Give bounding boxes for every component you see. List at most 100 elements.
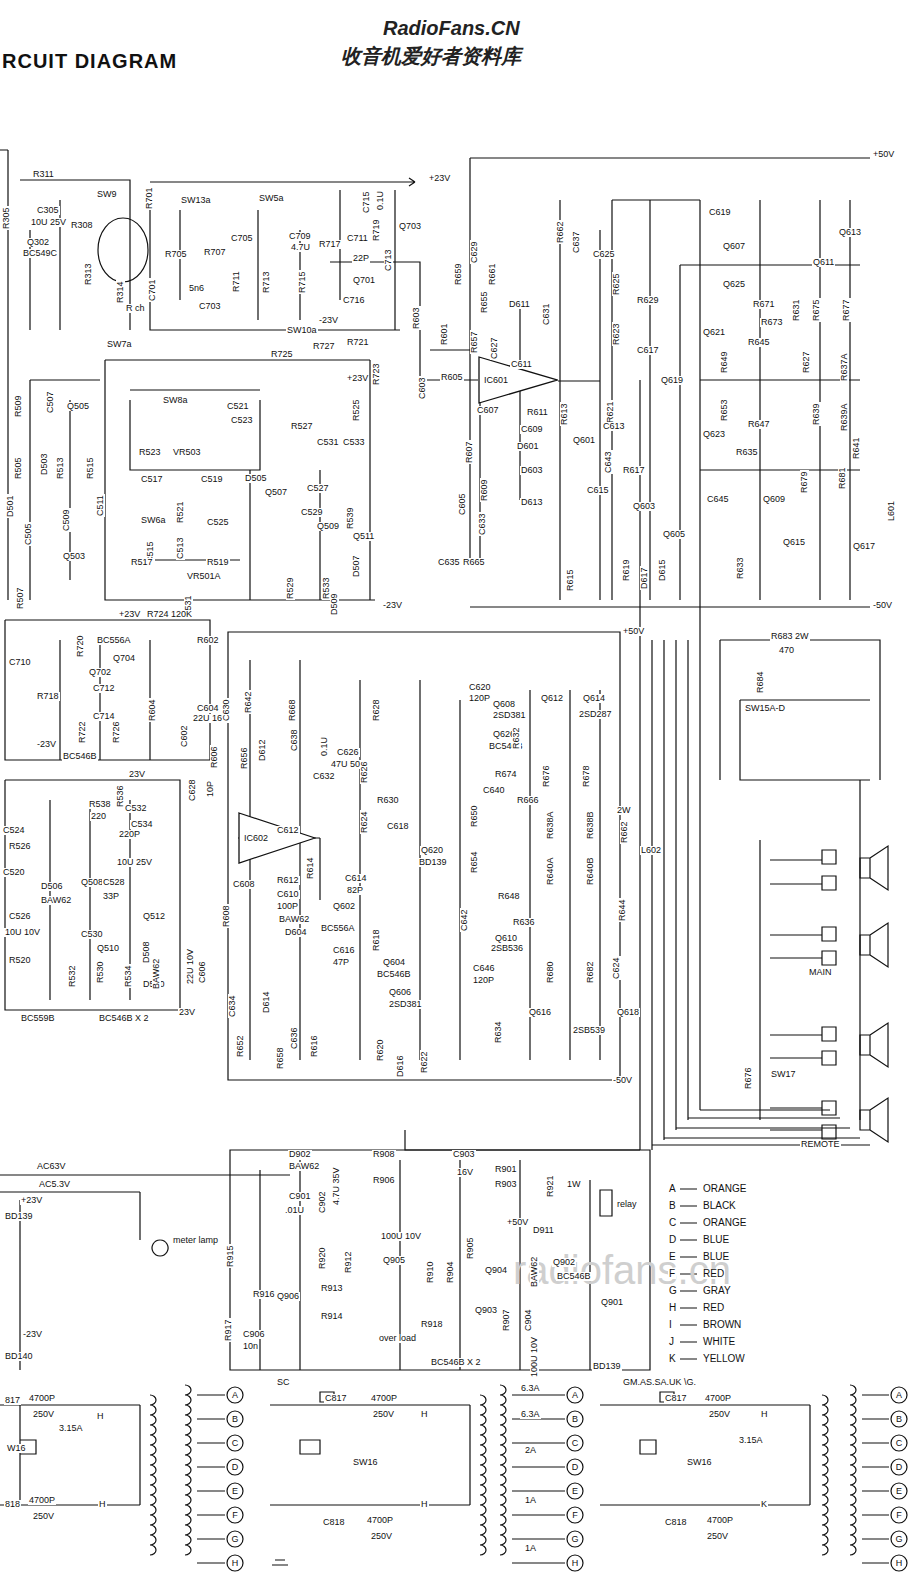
terminal-circle: A [566, 1386, 584, 1404]
part-label: R615 [566, 568, 575, 592]
part-label: Q905 [382, 1256, 406, 1265]
part-label: Q509 [316, 522, 340, 531]
part-label: BAW62 [152, 958, 161, 990]
part-label: BAW62 [288, 1162, 320, 1171]
part-label: 4.7U [290, 243, 311, 252]
part-label: 10n [242, 1342, 259, 1351]
part-label: R614 [306, 856, 315, 880]
part-label: R633 [736, 556, 745, 580]
part-label: R918 [420, 1320, 444, 1329]
part-label: C634 [228, 994, 237, 1018]
part-label: BC559B [20, 1014, 56, 1023]
part-label: 250V [708, 1410, 731, 1419]
part-label: 817 [4, 1396, 21, 1405]
part-label: R539 [346, 506, 355, 530]
part-label: C305 [36, 206, 60, 215]
part-label: BROWN [702, 1320, 742, 1330]
part-label: C603 [418, 376, 427, 400]
part-label: R507 [16, 586, 25, 610]
part-label: Q619 [660, 376, 684, 385]
part-label: C507 [46, 390, 55, 414]
part-label: R908 [372, 1150, 396, 1159]
part-label: Q512 [142, 912, 166, 921]
part-label: 23V [128, 770, 146, 779]
part-label: -50V [872, 601, 893, 610]
part-label: R529 [286, 576, 295, 600]
part-label: R718 [36, 692, 60, 701]
part-label: R721 [346, 338, 370, 347]
part-label: 6.3A [520, 1410, 541, 1419]
part-label: R654 [470, 850, 479, 874]
part-label: 2SD287 [578, 710, 613, 719]
part-label: C638 [290, 728, 299, 752]
part-label: BLUE [702, 1252, 730, 1262]
part-label: R653 [720, 398, 729, 422]
terminal-letter: D [896, 1463, 903, 1472]
part-label: R674 [494, 770, 518, 779]
terminal-circle: H [890, 1554, 908, 1572]
part-label: C607 [476, 406, 500, 415]
part-label: YELLOW [702, 1354, 746, 1364]
part-label: C640 [482, 786, 506, 795]
part-label: G [668, 1286, 678, 1296]
part-label: C609 [520, 425, 544, 434]
part-label: Q611 [812, 258, 835, 267]
part-label: R607 [465, 440, 474, 464]
part-label: R658 [276, 1046, 285, 1070]
part-label: Q617 [852, 542, 876, 551]
part-label: -23V [318, 316, 339, 325]
part-label: SW13a [180, 196, 212, 205]
part-label: 470 [778, 646, 795, 655]
part-label: D911 [532, 1226, 555, 1235]
part-label: R724 120K [146, 610, 193, 619]
part-label: 250V [706, 1532, 729, 1541]
part-label: D614 [262, 990, 271, 1014]
part-label: R640A [546, 856, 555, 886]
part-label: R915 [226, 1244, 235, 1268]
part-label: D601 [516, 442, 540, 451]
transformer-leads [197, 1395, 889, 1563]
part-label: 10U 25V [116, 858, 153, 867]
terminal-circle: F [890, 1506, 908, 1524]
part-label: R ch [125, 304, 146, 313]
part-label: R715 [298, 270, 307, 294]
part-label: SW16 [686, 1458, 713, 1467]
part-label: Q902 [552, 1258, 576, 1267]
terminal-letter: B [896, 1415, 902, 1424]
part-label: BC546B [376, 970, 412, 979]
part-label: +50V [872, 150, 895, 159]
part-label: C610 [276, 890, 300, 899]
part-label: R713 [262, 270, 271, 294]
part-label: R727 [312, 342, 336, 351]
part-label: C604 [196, 704, 220, 713]
part-label: C517 [140, 475, 164, 484]
part-label: R648 [497, 892, 521, 901]
part-label: C715 [362, 190, 371, 214]
part-label: over load [378, 1334, 417, 1343]
part-label: C818 [322, 1518, 346, 1527]
part-label: R717 [318, 240, 342, 249]
part-label: R719 [372, 218, 381, 242]
part-label: 0.1U [376, 190, 385, 211]
part-label: R638A [546, 810, 555, 840]
part-label: +23V [428, 174, 451, 183]
part-label: R650 [470, 804, 479, 828]
part-label: H [668, 1303, 677, 1313]
part-label: R629 [636, 296, 660, 305]
terminal-letter: A [896, 1391, 902, 1400]
part-label: R681 [838, 466, 847, 490]
part-label: 10U 25V [30, 218, 67, 227]
part-label: 22P [352, 254, 370, 263]
part-label: C527 [306, 484, 330, 493]
part-label: VR503 [172, 448, 202, 457]
terminal-letter: E [232, 1487, 238, 1496]
part-label: R601 [440, 322, 449, 346]
part-label: 1W [566, 1180, 582, 1189]
part-label: C627 [490, 336, 499, 360]
part-label: Q601 [572, 436, 596, 445]
terminal-circle: E [566, 1482, 584, 1500]
part-label: 2SD381 [492, 711, 527, 720]
part-label: R313 [84, 262, 93, 286]
watermark: radiofans.cn [512, 1250, 732, 1290]
part-label: R624 [360, 810, 369, 834]
